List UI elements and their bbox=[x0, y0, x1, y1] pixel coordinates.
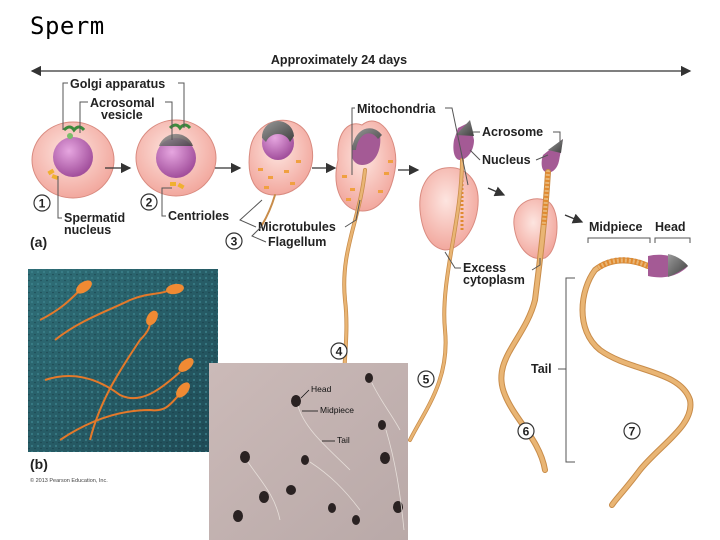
svg-text:4: 4 bbox=[336, 345, 343, 359]
svg-text:3: 3 bbox=[231, 235, 238, 249]
stage-3-spermatid bbox=[248, 119, 314, 226]
stage-1-spermatid bbox=[31, 121, 115, 199]
label-midpiece-head: Midpiece Head bbox=[587, 220, 691, 243]
label-midpiece-text: Midpiece bbox=[589, 220, 643, 234]
copyright-text: © 2013 Pearson Education, Inc. bbox=[30, 477, 108, 484]
sem-sperm-3 bbox=[89, 310, 158, 441]
label-spermatid-text-2: nucleus bbox=[64, 223, 111, 237]
label-acrosomal-vesicle: Acrosomal vesicle bbox=[79, 96, 173, 140]
lm-sperm-heads bbox=[233, 373, 403, 525]
sem-sperm-1 bbox=[39, 280, 92, 321]
stage-6-spermatid bbox=[498, 139, 563, 473]
label-tail: Tail bbox=[531, 277, 575, 463]
label-acrosome-text: Acrosome bbox=[482, 125, 543, 139]
svg-text:6: 6 bbox=[523, 425, 530, 439]
label-spermatid-text-1: Spermatid bbox=[64, 211, 125, 225]
label-centrioles-text: Centrioles bbox=[168, 209, 229, 223]
step-7-badge: 7 bbox=[623, 422, 641, 440]
panel-a-label: (a) bbox=[30, 234, 47, 250]
sem-sperm-4 bbox=[44, 358, 194, 400]
step-4-badge: 4 bbox=[330, 342, 348, 360]
label-mitochondria-text: Mitochondria bbox=[357, 102, 437, 116]
panel-b-label: (b) bbox=[30, 456, 48, 472]
label-golgi-text: Golgi apparatus bbox=[70, 77, 165, 91]
label-microtubules-text: Microtubules bbox=[258, 220, 336, 234]
stage-7-spermatozoon bbox=[579, 254, 694, 508]
svg-text:1: 1 bbox=[39, 197, 46, 211]
label-acrosomal-text-1: Acrosomal bbox=[90, 96, 155, 110]
label-flagellum-text: Flagellum bbox=[268, 235, 326, 249]
label-nucleus-text: Nucleus bbox=[482, 153, 531, 167]
label-excess-text-1: Excess bbox=[463, 261, 506, 275]
label-acrosomal-text-2: vesicle bbox=[101, 108, 143, 122]
label-excess-text-2: cytoplasm bbox=[463, 273, 525, 287]
sem-sperm-5 bbox=[59, 382, 190, 441]
lm-label-midpiece: Midpiece bbox=[320, 405, 354, 415]
svg-text:5: 5 bbox=[423, 373, 430, 387]
label-nucleus: Nucleus bbox=[469, 149, 549, 167]
label-mitochondria: Mitochondria bbox=[351, 102, 469, 186]
timeline-label: Approximately 24 days bbox=[271, 53, 407, 67]
step-numbers: 1 2 3 4 5 6 7 bbox=[33, 193, 641, 440]
svg-text:7: 7 bbox=[629, 425, 636, 439]
arrow-6-7 bbox=[564, 213, 584, 224]
slide-title: Sperm bbox=[30, 12, 105, 40]
lm-label-head: Head bbox=[311, 384, 332, 394]
sem-sperm-2 bbox=[54, 283, 184, 341]
svg-text:2: 2 bbox=[146, 196, 153, 210]
step-5-badge: 5 bbox=[417, 370, 435, 388]
timeline: Approximately 24 days bbox=[30, 52, 692, 77]
arrow-5-6 bbox=[487, 186, 506, 197]
label-spermatid-nucleus: Spermatid nucleus bbox=[57, 176, 125, 237]
lm-sperm-tails bbox=[247, 382, 405, 531]
label-golgi: Golgi apparatus bbox=[62, 77, 185, 130]
stage-2-spermatid bbox=[135, 119, 217, 197]
label-acrosome: Acrosome bbox=[470, 125, 561, 142]
lm-label-tail: Tail bbox=[337, 435, 350, 445]
label-flagellum: Flagellum bbox=[251, 225, 326, 249]
step-3-badge: 3 bbox=[225, 232, 243, 250]
step-6-badge: 6 bbox=[517, 422, 535, 440]
label-head-text: Head bbox=[655, 220, 686, 234]
label-centrioles: Centrioles bbox=[161, 187, 229, 223]
light-micrograph: Head Midpiece Tail bbox=[209, 363, 408, 540]
step-2-badge: 2 bbox=[140, 193, 158, 211]
sem-micrograph bbox=[28, 269, 218, 452]
label-excess-cytoplasm: Excess cytoplasm bbox=[444, 251, 541, 287]
step-1-badge: 1 bbox=[33, 194, 51, 212]
label-microtubules: Microtubules bbox=[239, 199, 361, 234]
stage-5-spermatid bbox=[408, 120, 479, 442]
label-tail-text: Tail bbox=[531, 362, 552, 376]
